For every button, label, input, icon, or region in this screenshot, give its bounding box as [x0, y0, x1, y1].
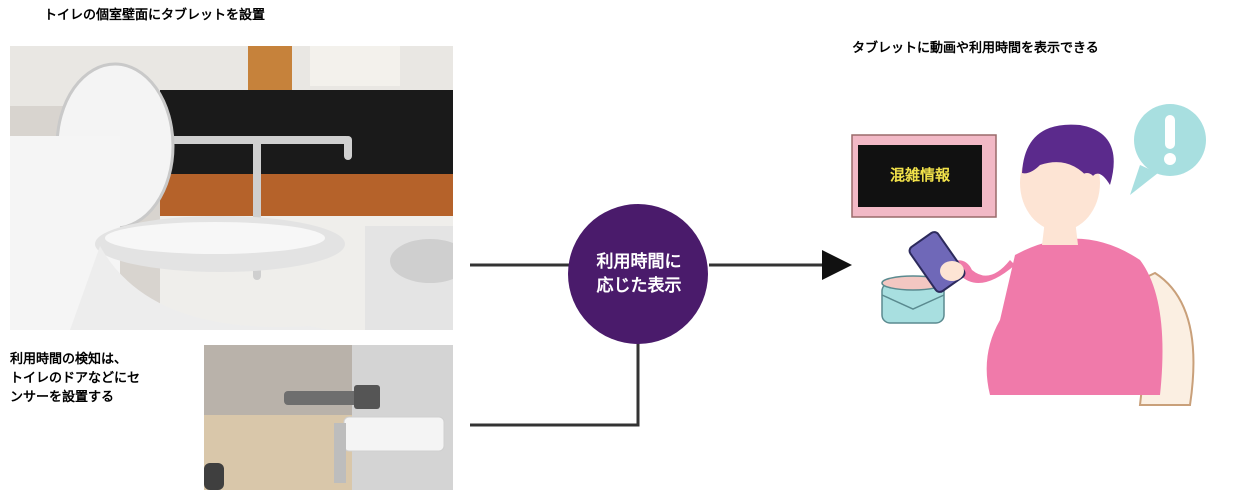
caption-tablet-install: トイレの個室壁面にタブレットを設置	[44, 8, 266, 23]
person-arm	[948, 260, 1015, 283]
arrow-head	[822, 250, 852, 280]
person-hand	[940, 261, 964, 281]
center-circle-label: 利用時間に 応じた表示	[596, 252, 682, 296]
wall-tablet-screen	[858, 145, 982, 207]
toilet-stall-photo	[10, 46, 453, 330]
caption-line: ンサーを設置する	[10, 390, 115, 405]
caption-line: トイレのドアなどにセ	[10, 371, 141, 386]
caption-sensor-detection: 利用時間の検知は、 トイレのドアなどにセ ンサーを設置する	[10, 350, 140, 407]
caption-line: 利用時間の検知は、	[10, 352, 128, 367]
caption-tablet-display: タブレットに動画や利用時間を表示できる	[852, 41, 1099, 56]
connector-sensor-to-circle	[470, 328, 640, 427]
center-circle	[568, 204, 708, 344]
wall-tablet-label: 混雑情報	[889, 166, 950, 184]
person-neck	[1042, 220, 1078, 245]
person-illustration	[851, 104, 1206, 406]
person-hair	[1022, 124, 1114, 185]
person-body	[986, 238, 1163, 395]
door-sensor-photo	[204, 345, 453, 490]
exclamation-bubble-icon	[1130, 104, 1206, 195]
